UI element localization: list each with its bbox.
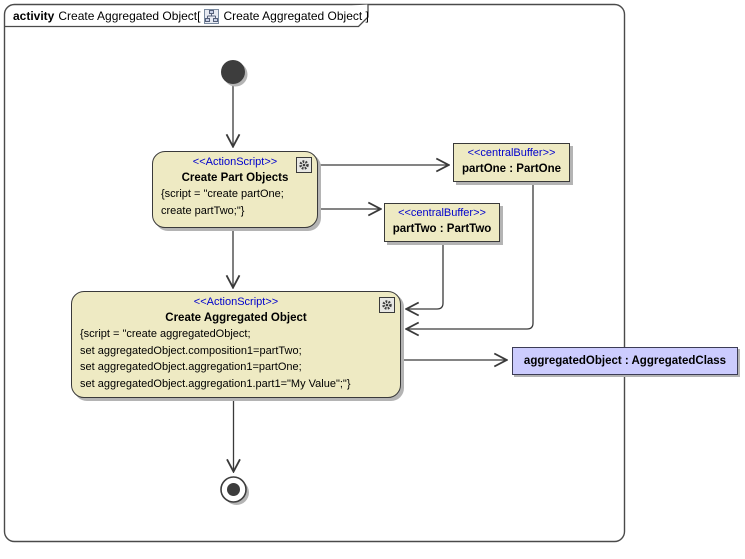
action-create-aggregated-object[interactable]: <<ActionScript>> Create Aggregated Objec… (71, 291, 401, 398)
action-script-line: {script = "create partOne; (161, 188, 284, 200)
frame-keyword: activity (13, 9, 55, 23)
initial-node[interactable] (221, 60, 248, 87)
edge-parttwo-to-create-aggregated-object[interactable] (407, 242, 444, 309)
action-script-line: set aggregatedObject.aggregation1=partOn… (80, 361, 302, 373)
frame-title-tab (4, 4, 369, 28)
action-script-line: set aggregatedObject.aggregation1.part1=… (80, 377, 351, 390)
action-script-line: create partTwo;"} (161, 204, 245, 217)
action-name: Create Part Objects (181, 172, 289, 184)
frame-title-text: Create Aggregated Object[ (58, 9, 201, 23)
object-node-aggregatedobject[interactable]: aggregatedObject : AggregatedClass (512, 347, 738, 375)
action-script-line: set aggregatedObject.composition1=partTw… (80, 344, 302, 357)
buffer-stereotype: <<centralBuffer>> (398, 207, 486, 219)
action-stereotype: <<ActionScript>> (192, 156, 278, 168)
gear-icon (379, 297, 395, 313)
activity-final-node[interactable] (220, 476, 249, 505)
buffer-label: partTwo : PartTwo (392, 223, 492, 235)
frame-title: activity Create Aggregated Object[ Creat… (6, 6, 369, 26)
action-stereotype: <<ActionScript>> (193, 296, 279, 308)
central-buffer-partone[interactable]: <<centralBuffer>> partOne : PartOne (453, 143, 570, 182)
gear-icon (296, 157, 312, 173)
activity-diagram-icon (204, 8, 220, 24)
action-script-line: {script = "create aggregatedObject; (80, 328, 251, 340)
action-name: Create Aggregated Object (165, 312, 307, 324)
object-node-label: aggregatedObject : AggregatedClass (523, 355, 727, 367)
central-buffer-parttwo[interactable]: <<centralBuffer>> partTwo : PartTwo (384, 203, 500, 242)
action-create-part-objects[interactable]: <<ActionScript>> Create Part Objects {sc… (152, 151, 318, 228)
frame-diagram-name: Create Aggregated Object ] (223, 9, 369, 23)
buffer-label: partOne : PartOne (461, 163, 562, 175)
edge-partone-to-create-aggregated-object[interactable] (407, 183, 534, 329)
buffer-stereotype: <<centralBuffer>> (467, 147, 556, 159)
activity-frame (3, 3, 626, 543)
